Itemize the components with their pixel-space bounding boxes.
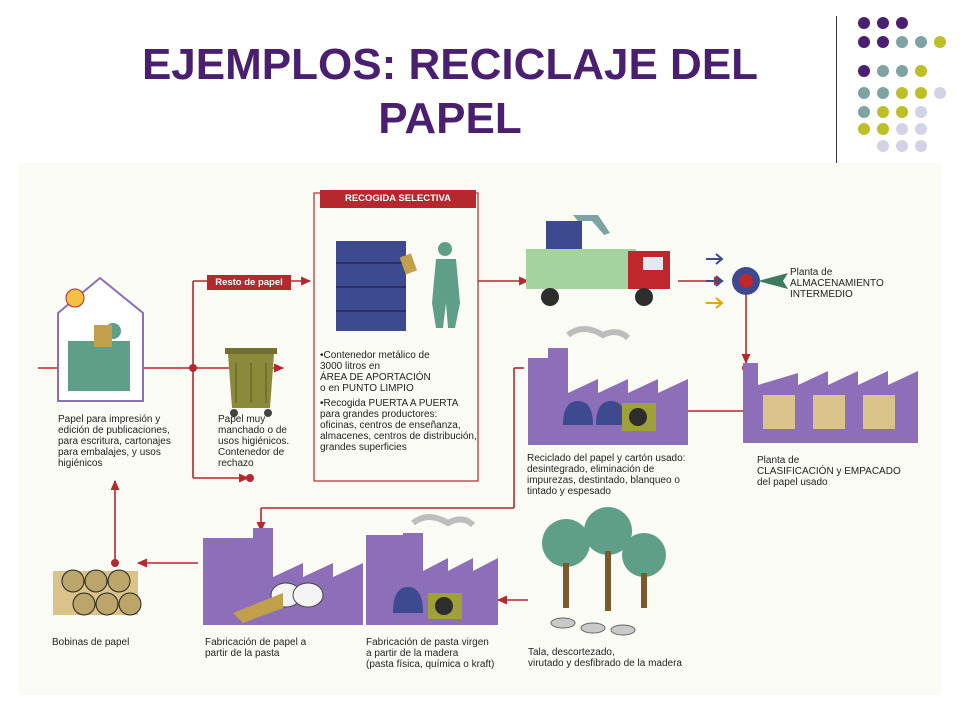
selective-collection-frame: [313, 192, 479, 482]
almacenamiento-label: Planta de ALMACENAMIENTO INTERMEDIO: [790, 267, 884, 300]
reject-bin-illustration: [225, 348, 277, 417]
dot-row-2: [858, 36, 946, 48]
pulp-mill-illustration: [366, 514, 498, 625]
bobinas-label: Bobinas de papel: [52, 637, 130, 648]
slide-title: EJEMPLOS: RECICLAJE DEL PAPEL: [60, 38, 840, 146]
paper-mill-illustration: [203, 528, 363, 625]
decorative-dot-grid: [858, 17, 946, 152]
paper-rolls-illustration: [53, 569, 142, 616]
collection-truck-illustration: [526, 215, 670, 306]
recogida-selectiva-header: RECOGIDA SELECTIVA: [320, 190, 476, 208]
dot-row-5: [858, 106, 927, 118]
worker-head: [438, 242, 452, 256]
newspaper: [94, 325, 112, 347]
sun-icon: [65, 288, 85, 308]
armchair: [68, 341, 130, 391]
title-line-1: EJEMPLOS: RECICLAJE DEL: [141, 40, 759, 89]
truck-bin: [546, 221, 582, 249]
home-label: Papel para impresión y edición de public…: [58, 414, 171, 469]
dot-row-6: [858, 123, 927, 135]
storage-plant-target-icon: [706, 253, 788, 309]
recycling-factory-illustration: [528, 326, 688, 445]
dot-row-7: [877, 140, 927, 152]
truck-body: [526, 249, 636, 289]
pasta-virgen-label: Fabricación de pasta virgen a partir de …: [366, 637, 495, 670]
dot-row-4: [858, 87, 946, 99]
fabricacion-papel-label: Fabricación de papel a partir de la past…: [205, 637, 307, 659]
tala-label: Tala, descortezado, virutado y desfibrad…: [528, 647, 682, 669]
home-reading-illustration: [57, 276, 144, 402]
forest-illustration: [542, 507, 666, 636]
recycling-flow-diagram: [38, 192, 918, 636]
resto-de-papel-tag: Resto de papel: [207, 275, 291, 290]
sorting-plant-illustration: [743, 363, 918, 443]
clasificacion-label: Planta de CLASIFICACIÓN y EMPACADO del p…: [757, 455, 901, 488]
title-divider: [836, 16, 837, 164]
dot-row-3: [858, 65, 927, 77]
worker-body: [432, 259, 460, 328]
recogida-bullet-2: •Recogida PUERTA A PUERTA para grandes p…: [320, 398, 477, 453]
dot-row-1: [858, 17, 908, 29]
recogida-bullet-1: •Contenedor metálico de 3000 litros en Á…: [320, 350, 431, 394]
reciclado-label: Reciclado del papel y cartón usado: desi…: [527, 453, 686, 497]
title-line-2: PAPEL: [378, 94, 522, 143]
reject-bin-label: Papel muy manchado o de usos higiénicos.…: [218, 414, 290, 469]
